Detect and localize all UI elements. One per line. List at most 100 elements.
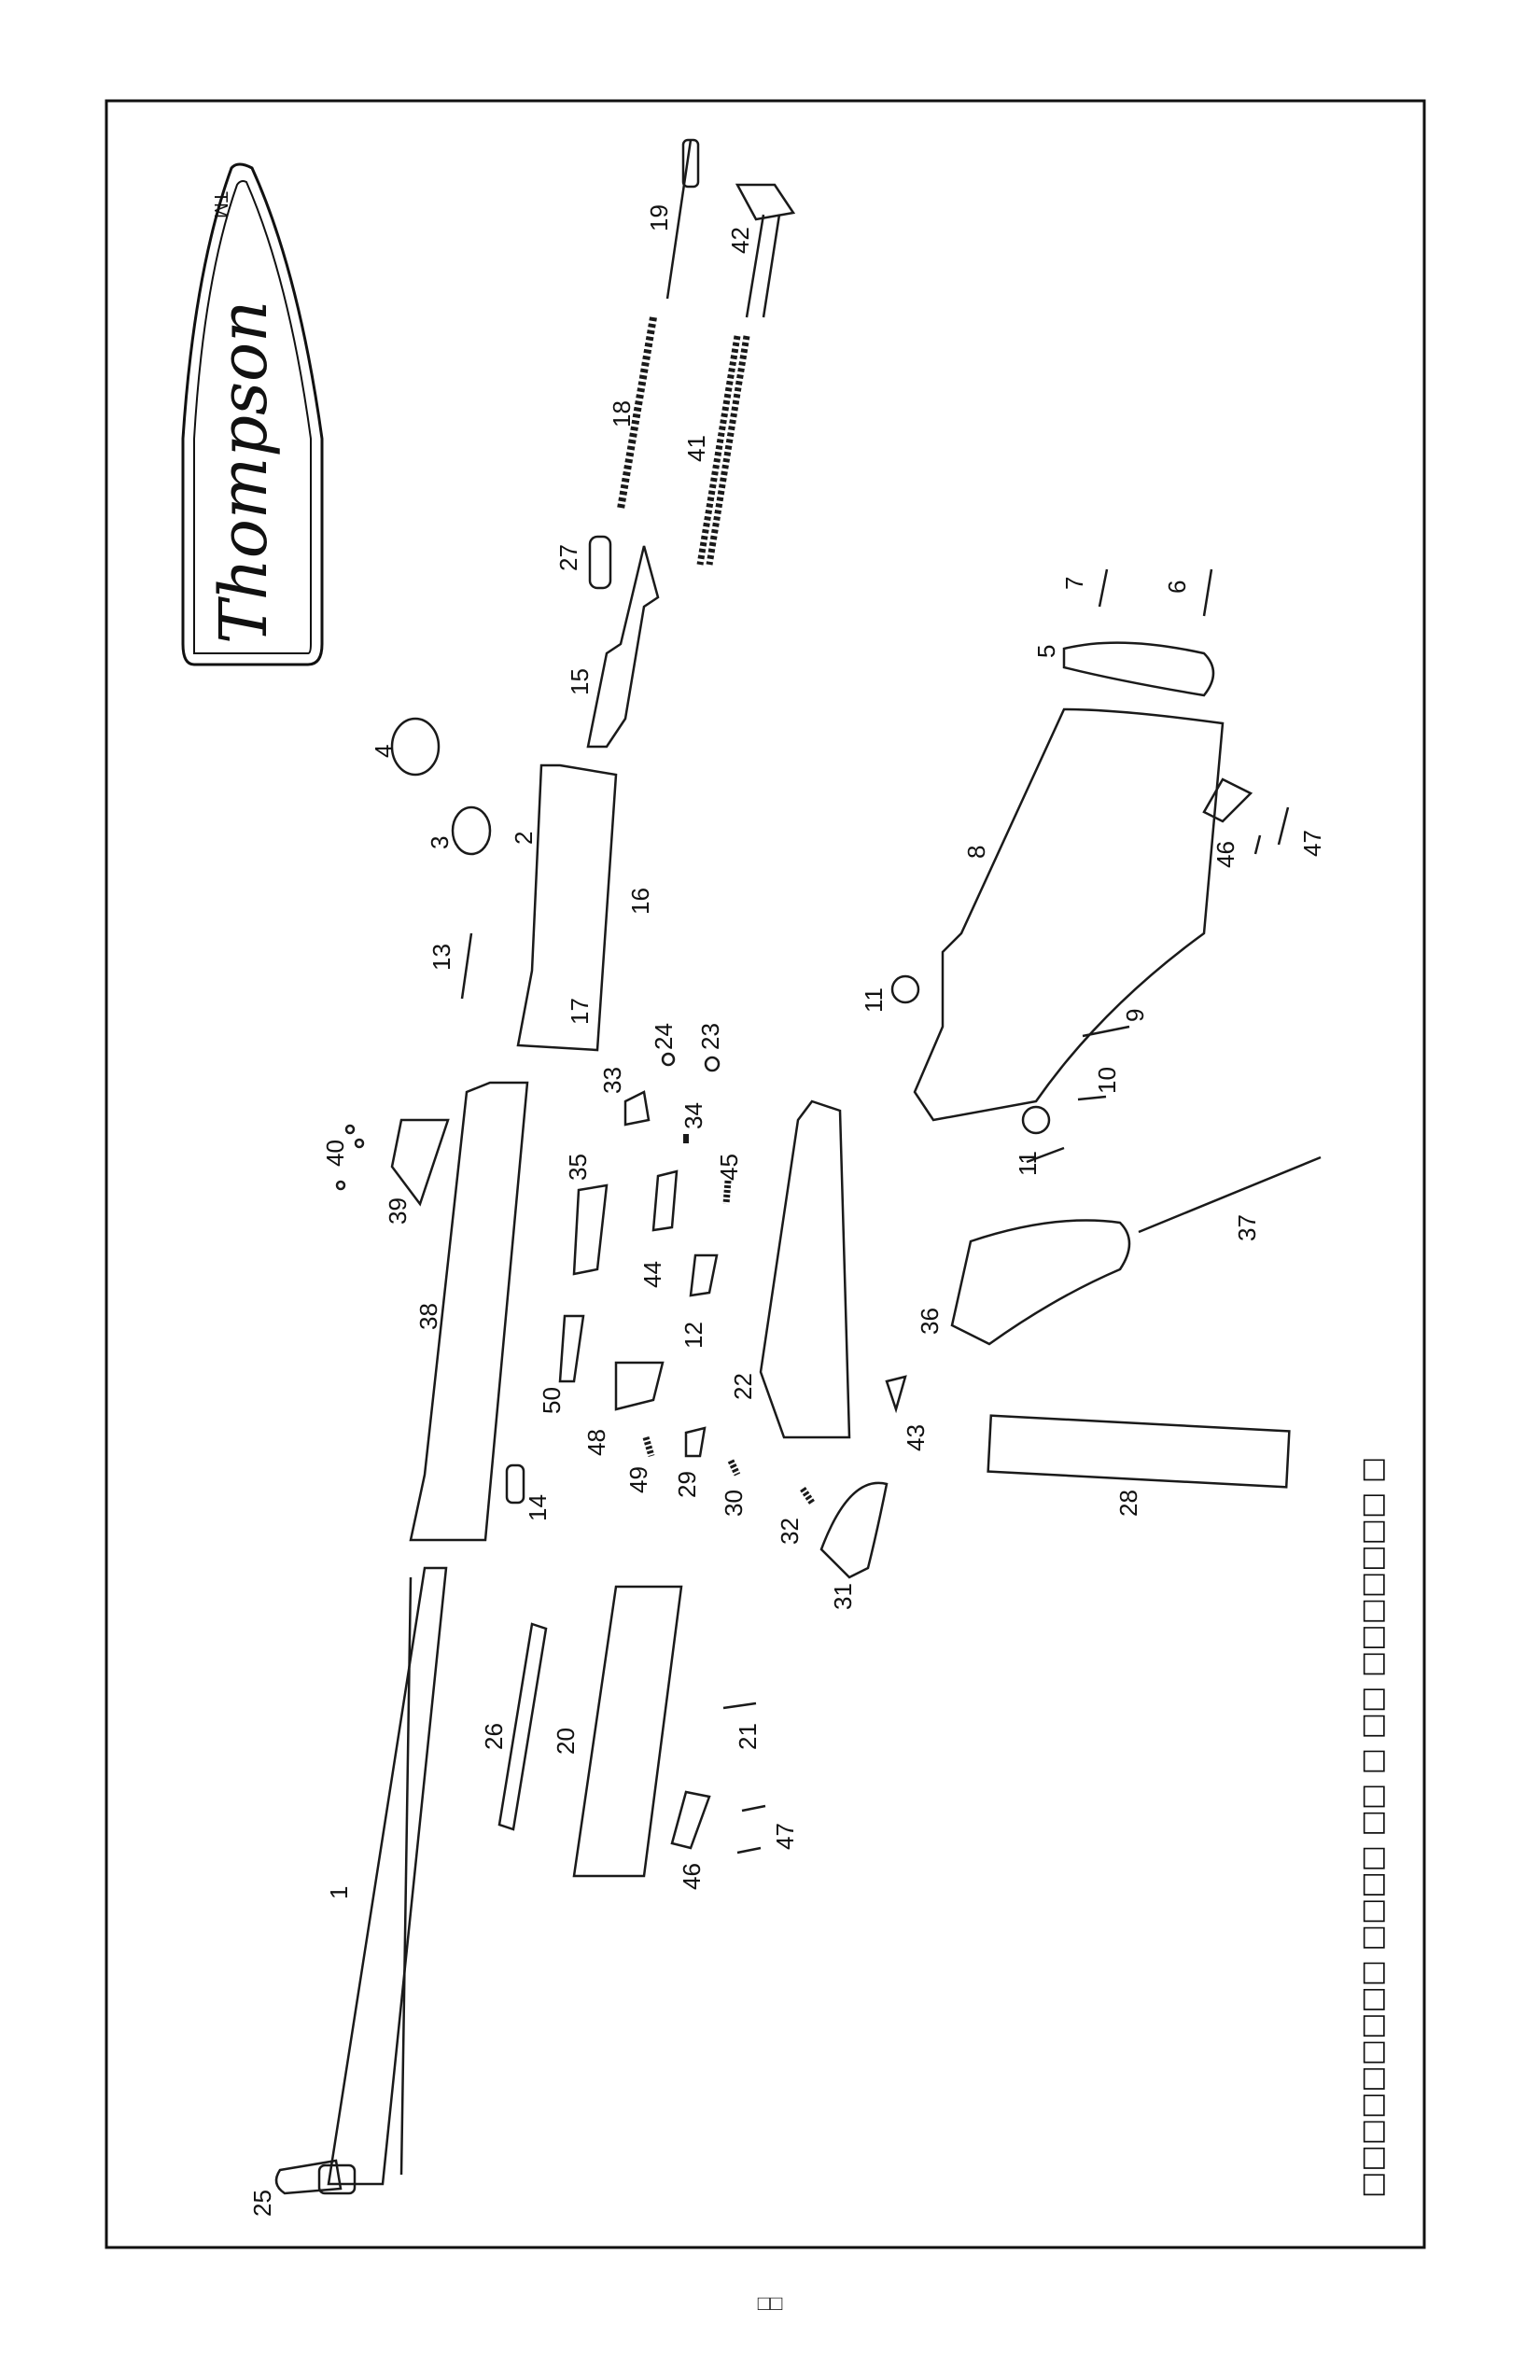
label-47b: 47 bbox=[771, 1823, 799, 1850]
part-40 bbox=[344, 1124, 356, 1135]
label-38: 38 bbox=[414, 1303, 442, 1330]
label-40: 40 bbox=[321, 1140, 349, 1167]
label-6: 6 bbox=[1163, 581, 1191, 594]
label-2: 2 bbox=[510, 832, 538, 845]
label-42: 42 bbox=[726, 227, 754, 254]
part-bolt bbox=[516, 763, 618, 1052]
part-38 bbox=[409, 1081, 529, 1542]
part-compensator bbox=[274, 2159, 343, 2195]
part-47 bbox=[1253, 806, 1290, 855]
part-39 bbox=[390, 1118, 450, 1207]
label-10: 10 bbox=[1093, 1067, 1121, 1094]
label-9: 9 bbox=[1121, 1009, 1149, 1022]
label-33: 33 bbox=[598, 1067, 626, 1094]
part-46-lower bbox=[670, 1790, 711, 1850]
label-24: 24 bbox=[650, 1023, 678, 1050]
part-number-labels: 1 2 3 4 5 6 7 8 9 10 11 11 12 13 14 15 1… bbox=[248, 204, 1326, 2217]
part-32 bbox=[800, 1487, 815, 1505]
label-13: 13 bbox=[427, 944, 455, 971]
part-41 bbox=[706, 335, 750, 566]
label-47a: 47 bbox=[1298, 830, 1326, 857]
part-20 bbox=[572, 1585, 683, 1878]
label-30: 30 bbox=[720, 1490, 748, 1517]
part-35 bbox=[572, 1183, 609, 1276]
part-14 bbox=[505, 1463, 525, 1505]
part-29 bbox=[684, 1426, 707, 1458]
part-43 bbox=[885, 1375, 907, 1414]
part-37 bbox=[1138, 1155, 1322, 1234]
part-26 bbox=[497, 1622, 548, 1831]
logo-wordmark: Thompson bbox=[205, 301, 282, 644]
label-8: 8 bbox=[962, 846, 990, 859]
label-12: 12 bbox=[679, 1322, 707, 1349]
part-28 bbox=[987, 1414, 1291, 1489]
part-23 bbox=[704, 1056, 721, 1072]
label-29: 29 bbox=[673, 1471, 701, 1498]
label-16: 16 bbox=[626, 888, 654, 915]
label-14: 14 bbox=[524, 1494, 552, 1521]
label-31: 31 bbox=[829, 1583, 857, 1610]
label-28: 28 bbox=[1114, 1490, 1142, 1517]
label-4: 4 bbox=[370, 745, 398, 758]
part-3 bbox=[451, 805, 492, 856]
part-12 bbox=[689, 1253, 719, 1297]
part-barrel bbox=[327, 1566, 448, 2186]
label-35: 35 bbox=[564, 1154, 592, 1181]
label-21: 21 bbox=[734, 1723, 762, 1750]
part-22 bbox=[759, 1099, 851, 1439]
label-44: 44 bbox=[638, 1261, 666, 1288]
part-33 bbox=[623, 1090, 651, 1127]
label-39: 39 bbox=[384, 1197, 412, 1225]
label-46a: 46 bbox=[1211, 841, 1239, 868]
part-4 bbox=[390, 717, 441, 777]
label-22: 22 bbox=[729, 1373, 757, 1400]
label-23: 23 bbox=[696, 1023, 724, 1050]
page-number: □□ bbox=[757, 2291, 783, 2315]
part-11 bbox=[890, 974, 920, 1004]
part-21 bbox=[722, 1701, 757, 1710]
label-20: 20 bbox=[552, 1728, 580, 1755]
label-11b: 11 bbox=[1014, 1151, 1042, 1176]
part-46 bbox=[1202, 777, 1253, 823]
label-34: 34 bbox=[679, 1102, 707, 1129]
diagram-caption: □□□□□□□□□ □□□□ □□ □ □□ □□□□□□□ □ bbox=[1356, 1457, 1389, 2198]
part-7 bbox=[1098, 568, 1109, 608]
part-5 bbox=[1062, 641, 1215, 697]
part-6 bbox=[1202, 568, 1213, 617]
logo-trademark: TM bbox=[210, 191, 231, 218]
label-32: 32 bbox=[776, 1518, 804, 1545]
part-36 bbox=[950, 1219, 1131, 1346]
label-27: 27 bbox=[554, 544, 582, 571]
label-46b: 46 bbox=[678, 1863, 706, 1890]
label-49: 49 bbox=[624, 1466, 652, 1493]
label-25: 25 bbox=[248, 2190, 276, 2217]
label-48: 48 bbox=[582, 1429, 610, 1456]
part-45 bbox=[722, 1180, 732, 1205]
part-24 bbox=[661, 1052, 676, 1067]
label-43: 43 bbox=[902, 1424, 930, 1451]
part-42 bbox=[735, 183, 796, 221]
label-3: 3 bbox=[426, 836, 454, 849]
label-36: 36 bbox=[916, 1308, 944, 1335]
parts-artwork bbox=[274, 138, 1322, 2195]
part-9 bbox=[1082, 1025, 1130, 1038]
part-50 bbox=[558, 1314, 585, 1383]
thompson-logo: Thompson TM bbox=[181, 162, 324, 666]
part-15 bbox=[586, 545, 660, 749]
label-17: 17 bbox=[566, 998, 594, 1025]
label-19: 19 bbox=[645, 204, 673, 231]
label-7: 7 bbox=[1060, 577, 1088, 590]
label-26: 26 bbox=[480, 1723, 508, 1750]
part-19 bbox=[665, 139, 693, 300]
label-18: 18 bbox=[608, 400, 636, 427]
part-13 bbox=[460, 932, 473, 1000]
label-45: 45 bbox=[715, 1154, 743, 1181]
part-27 bbox=[588, 535, 612, 590]
label-37: 37 bbox=[1233, 1214, 1261, 1241]
part-31 bbox=[819, 1481, 889, 1579]
label-41: 41 bbox=[682, 435, 710, 462]
label-1: 1 bbox=[325, 1886, 353, 1899]
label-5: 5 bbox=[1032, 645, 1060, 658]
page-frame bbox=[105, 99, 1426, 2249]
